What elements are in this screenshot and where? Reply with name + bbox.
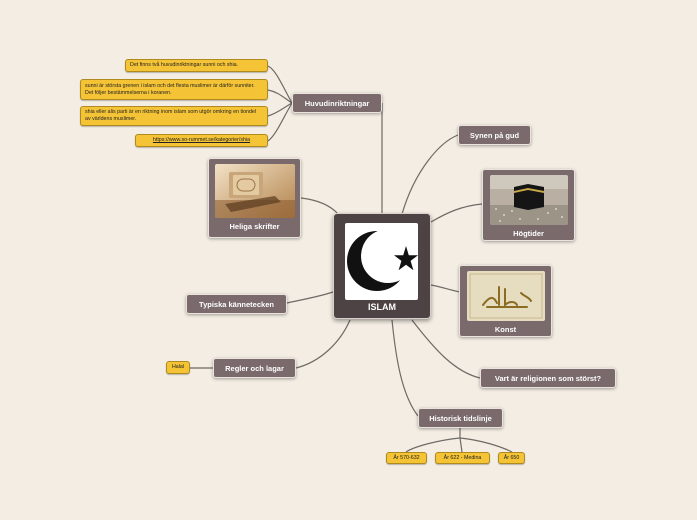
branch-label: Historisk tidslinje — [429, 413, 492, 423]
branch-label: Regler och lagar — [225, 363, 284, 373]
crescent-star-icon — [345, 223, 418, 300]
note-text: År 622 - Medina — [443, 454, 482, 461]
branch-label: Synen på gud — [469, 130, 520, 140]
note-tid-570-632[interactable]: År 570-632 — [386, 452, 427, 464]
note-tid-622-medina[interactable]: År 622 - Medina — [435, 452, 490, 464]
branch-label: Konst — [494, 325, 517, 334]
branch-huvudinriktningar[interactable]: Huvudinriktningar — [292, 93, 382, 113]
branch-label: Huvudinriktningar — [304, 98, 370, 108]
branch-typiska-kannetecken[interactable]: Typiska kännetecken — [186, 294, 287, 314]
central-node-label: ISLAM — [368, 302, 396, 312]
central-node-islam[interactable]: ISLAM — [333, 213, 431, 319]
branch-label: Vart är religionen som störst? — [494, 373, 602, 383]
note-tid-650[interactable]: År 650 — [498, 452, 525, 464]
branch-label: Högtider — [513, 229, 544, 238]
note-text: Det finns två huvudinriktningar sunni oc… — [130, 62, 239, 68]
quran-book-image — [214, 164, 295, 218]
note-huvud-link[interactable]: https://www.so-rummet.se/kategorier/shia — [135, 134, 268, 147]
note-text: År 570-632 — [393, 454, 420, 461]
note-huvud-1[interactable]: Det finns två huvudinriktningar sunni oc… — [125, 59, 268, 72]
note-text: sunni är största grenen i islam och det … — [85, 82, 255, 96]
note-text: År 650 — [503, 454, 520, 461]
note-text: Halal — [171, 364, 185, 370]
branch-historisk-tidslinje[interactable]: Historisk tidslinje — [418, 408, 503, 428]
note-huvud-2[interactable]: sunni är största grenen i islam och det … — [80, 79, 268, 100]
note-halal[interactable]: Halal — [166, 361, 190, 374]
note-link-text: https://www.so-rummet.se/kategorier/shia — [152, 137, 251, 143]
branch-regler-och-lagar[interactable]: Regler och lagar — [213, 358, 296, 378]
note-huvud-3[interactable]: shia eller alis parti är en riktning ino… — [80, 106, 268, 126]
branch-heliga-skrifter[interactable]: Heliga skrifter — [208, 158, 301, 238]
branch-hogtider[interactable]: Högtider — [482, 169, 575, 241]
branch-synen-pa-gud[interactable]: Synen på gud — [458, 125, 531, 145]
note-text: shia eller alis parti är en riktning ino… — [85, 109, 257, 122]
branch-konst[interactable]: Konst — [459, 265, 552, 337]
branch-label: Typiska kännetecken — [199, 299, 274, 309]
branch-label: Heliga skrifter — [229, 222, 280, 231]
kaaba-image — [489, 175, 568, 225]
calligraphy-image — [466, 271, 545, 321]
branch-vart-ar-religionen-storst[interactable]: Vart är religionen som störst? — [480, 368, 616, 388]
